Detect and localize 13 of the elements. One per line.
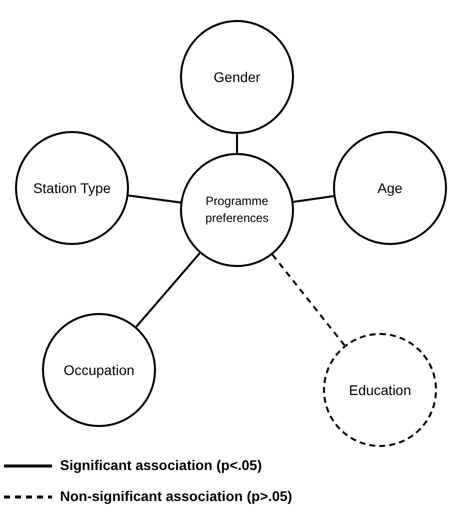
node-label: Age	[378, 178, 402, 198]
node-label: Education	[348, 380, 412, 400]
legend-label: Significant association (p<.05)	[60, 456, 262, 475]
connector-line	[293, 195, 334, 203]
node-label: Gender	[214, 68, 260, 86]
connector-line	[135, 252, 201, 328]
connector-line	[272, 254, 346, 346]
node-label: Occupation	[64, 360, 134, 380]
connector-line	[236, 134, 238, 153]
node-label: Station Type	[33, 178, 111, 198]
node-label: Programme preferences	[204, 193, 270, 227]
connector-line	[128, 194, 181, 204]
legend-label: Non-significant association (p>.05)	[60, 487, 292, 506]
